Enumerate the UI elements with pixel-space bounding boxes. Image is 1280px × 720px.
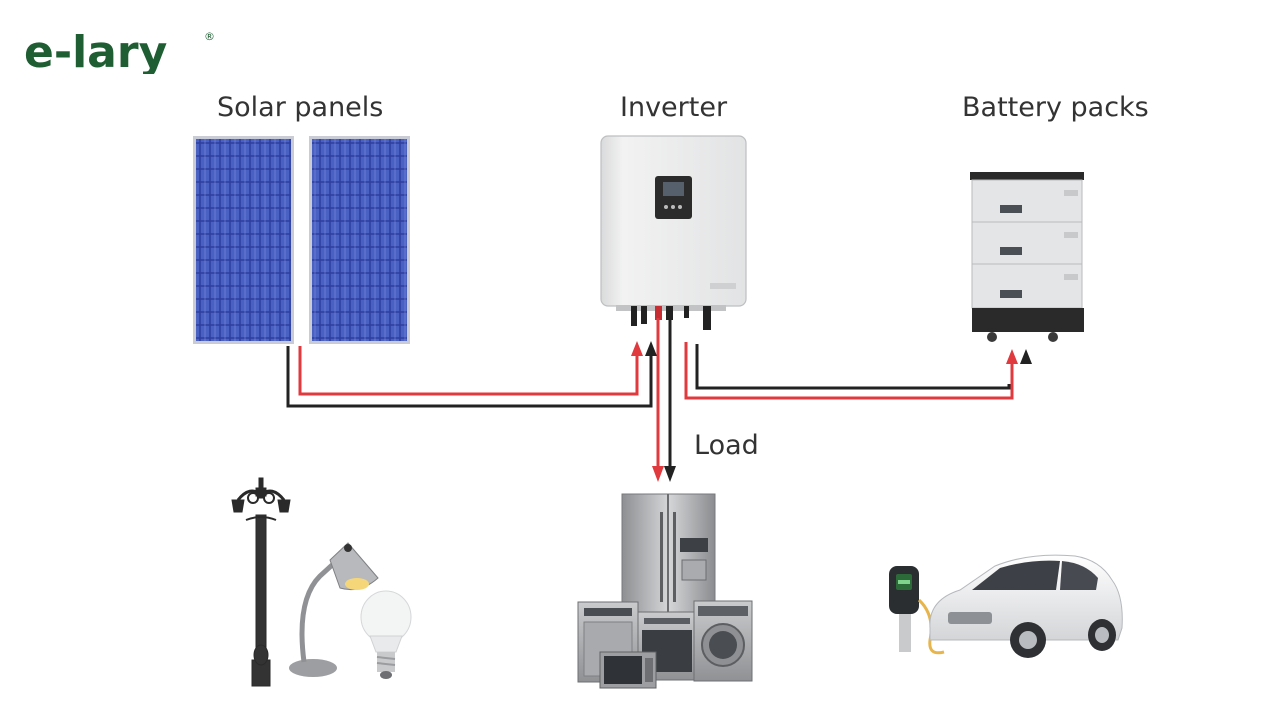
battery-pack-icon	[970, 172, 1084, 342]
arrow-up-icon	[631, 341, 643, 356]
electric-car-icon	[929, 554, 1123, 658]
inverter-label: Inverter	[620, 92, 728, 123]
arrow-up-icon	[1006, 349, 1018, 364]
light-bulb-icon	[360, 590, 412, 679]
arrow-up-icon	[1020, 349, 1032, 364]
washing-machine-icon	[693, 600, 753, 682]
arrow-down-icon	[652, 466, 664, 482]
brand-logo-text: e-lary	[24, 28, 167, 74]
street-lamp-icon	[231, 477, 291, 687]
registered-mark: ®	[204, 30, 215, 43]
solar-panel-icon	[193, 136, 294, 344]
desk-lamp-icon	[289, 542, 379, 677]
load-label: Load	[694, 430, 759, 461]
solar-negative-wire	[286, 346, 653, 408]
wiring	[286, 318, 1014, 470]
brand-logo: e-lary ®	[24, 27, 224, 78]
arrow-up-icon	[645, 341, 657, 356]
solar-positive-wire	[298, 346, 639, 396]
arrow-down-icon	[664, 466, 676, 482]
solar-panels-label: Solar panels	[217, 92, 384, 123]
battery-packs-label: Battery packs	[962, 92, 1149, 123]
wire-arrows	[631, 341, 1032, 482]
solar-panel-icon	[309, 136, 410, 344]
battery-positive-wire	[684, 342, 1014, 400]
inverter-icon	[600, 135, 747, 330]
microwave-icon	[599, 651, 657, 689]
battery-negative-wire	[695, 344, 1011, 390]
